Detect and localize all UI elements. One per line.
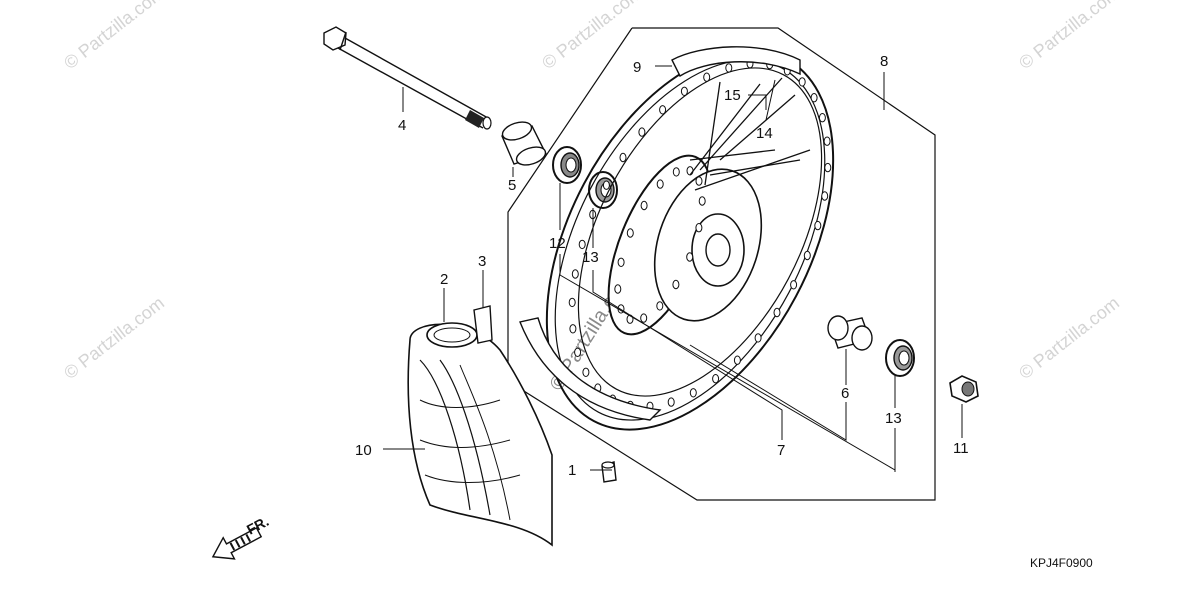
rim-hole	[667, 397, 675, 407]
dust-seal	[552, 146, 582, 184]
rim-band	[519, 46, 801, 421]
watermark: © Partzilla.com	[60, 293, 168, 383]
hub-hole	[617, 257, 625, 267]
rim-hole	[680, 86, 688, 97]
rim-hole	[773, 307, 781, 318]
collar-right	[827, 315, 873, 351]
rim-hole	[823, 136, 831, 146]
callout-11: 11	[953, 440, 969, 457]
rim-hole	[814, 220, 822, 231]
collar-left	[501, 121, 547, 166]
front-direction-indicator: FR.	[211, 513, 271, 560]
watermark: © Partzilla.com	[1015, 293, 1123, 383]
callout-5: 5	[508, 177, 516, 194]
rim-hole	[659, 105, 667, 115]
callout-13-left: 13	[582, 249, 599, 266]
rim-hole	[582, 367, 590, 377]
assembly-outline	[507, 27, 936, 501]
watermark: © Partzilla.com	[1015, 0, 1123, 73]
axle-bolt	[323, 26, 492, 130]
callout-12: 12	[549, 235, 566, 252]
hub-hole	[656, 301, 664, 311]
callout-14: 14	[756, 125, 773, 142]
callout-4: 4	[398, 117, 406, 134]
hub-holes	[614, 166, 706, 324]
hub-hole	[626, 228, 634, 238]
rim-hole	[602, 180, 610, 190]
hub-hole	[698, 196, 706, 206]
rim-hole	[798, 77, 806, 87]
rim-hole	[568, 297, 576, 308]
watermark: © Partzilla.com	[538, 0, 646, 73]
callout-8: 8	[880, 53, 888, 70]
spokes	[689, 77, 811, 191]
callout-6: 6	[841, 385, 849, 402]
rim-hole	[810, 93, 818, 103]
callout-10: 10	[355, 442, 372, 459]
hub-hole	[686, 252, 694, 262]
hub-hole	[640, 200, 648, 211]
rim-hole	[619, 152, 627, 163]
rim-hole	[689, 388, 697, 398]
hub-hole	[614, 284, 622, 294]
rim-hole	[638, 127, 646, 137]
rim-hole	[725, 63, 733, 73]
tire	[407, 323, 553, 547]
rim-hole	[790, 280, 798, 290]
rim-hole	[754, 333, 762, 343]
leader-lines	[383, 65, 963, 472]
rim-hole	[569, 324, 577, 334]
rim-hole	[733, 355, 741, 365]
callout-3: 3	[478, 253, 486, 270]
hub-hole	[672, 279, 680, 290]
callout-2: 2	[440, 271, 448, 288]
rim-hole	[578, 239, 586, 250]
callout-7: 7	[777, 442, 785, 459]
hub-hole	[686, 166, 694, 176]
rim-hole	[571, 269, 579, 279]
front-arrow-icon	[211, 526, 263, 560]
rim-hole	[574, 347, 582, 357]
inner-tube	[426, 322, 478, 348]
callout-15: 15	[724, 87, 741, 104]
callout-13-right: 13	[885, 410, 902, 427]
hub-hole	[672, 167, 680, 177]
bearing-right	[885, 339, 915, 377]
wheel-hub	[607, 154, 763, 336]
rim-hole	[824, 162, 832, 173]
hub-hole	[695, 223, 703, 233]
hub-hole	[695, 176, 703, 186]
rim-hole	[818, 113, 826, 123]
valve-cap	[601, 461, 617, 483]
hub-hole	[656, 179, 664, 189]
rim-hole	[803, 250, 811, 261]
hub-hole	[640, 313, 648, 323]
axle-nut	[949, 375, 979, 403]
watermark: © Partzilla.com	[60, 0, 168, 73]
diagram-code: KPJ4F0900	[1030, 556, 1093, 570]
rim-hole	[703, 72, 711, 82]
rim-hole	[712, 374, 720, 384]
callout-9: 9	[633, 59, 641, 76]
rim-hole	[821, 191, 829, 201]
callout-1: 1	[568, 462, 576, 479]
rim-band-flap	[473, 305, 493, 344]
